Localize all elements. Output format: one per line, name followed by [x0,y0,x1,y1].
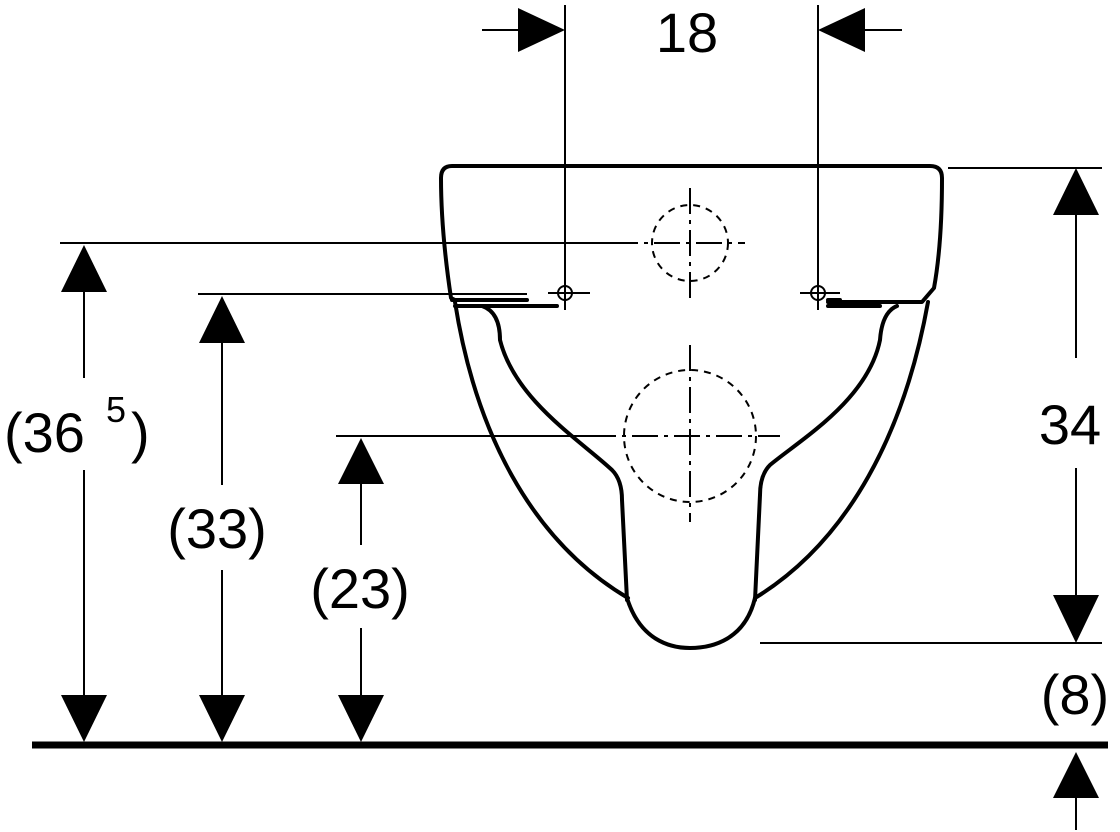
rim-ledge-right [826,298,882,308]
arrow-right [518,8,565,52]
arrow-down [338,695,384,742]
dimension-18-label: 18 [656,1,718,64]
dimension-33-label: (33) [167,497,267,560]
dimension-34-label: 34 [1039,393,1101,456]
dimension-18: 18 [482,1,902,310]
dimension-33: (33) [167,293,527,742]
arrow-down [199,695,245,742]
dimension-8: (8) [1041,663,1109,830]
arrow-up [199,296,245,343]
arrow-up [61,245,107,292]
dimension-23: (23) [310,435,590,742]
bowl-shell [453,300,930,600]
arrow-up [1053,168,1099,215]
outlet-hole [623,369,757,503]
arrow-left [818,8,865,52]
fixing-hole-left [548,285,590,301]
arrow-down [61,695,107,742]
dimension-23-label: (23) [310,557,410,620]
bowl-inner-left [480,304,629,602]
arrow-down [1053,595,1099,643]
dimension-36-5-label: (36 5 ) [4,389,150,464]
trap-bottom [625,596,757,650]
dimension-8-label: (8) [1041,663,1109,726]
fixing-hole-right [800,285,840,301]
bowl-outer-rim [439,164,944,304]
dimension-36-5: (36 5 ) [4,242,622,742]
rim-ledge-left [450,298,559,308]
toilet-bowl-outline [439,164,944,650]
arrow-up [1053,752,1099,798]
bowl-inner-right [753,304,899,602]
arrow-up [338,438,384,484]
dimension-34: 34 [760,167,1102,644]
